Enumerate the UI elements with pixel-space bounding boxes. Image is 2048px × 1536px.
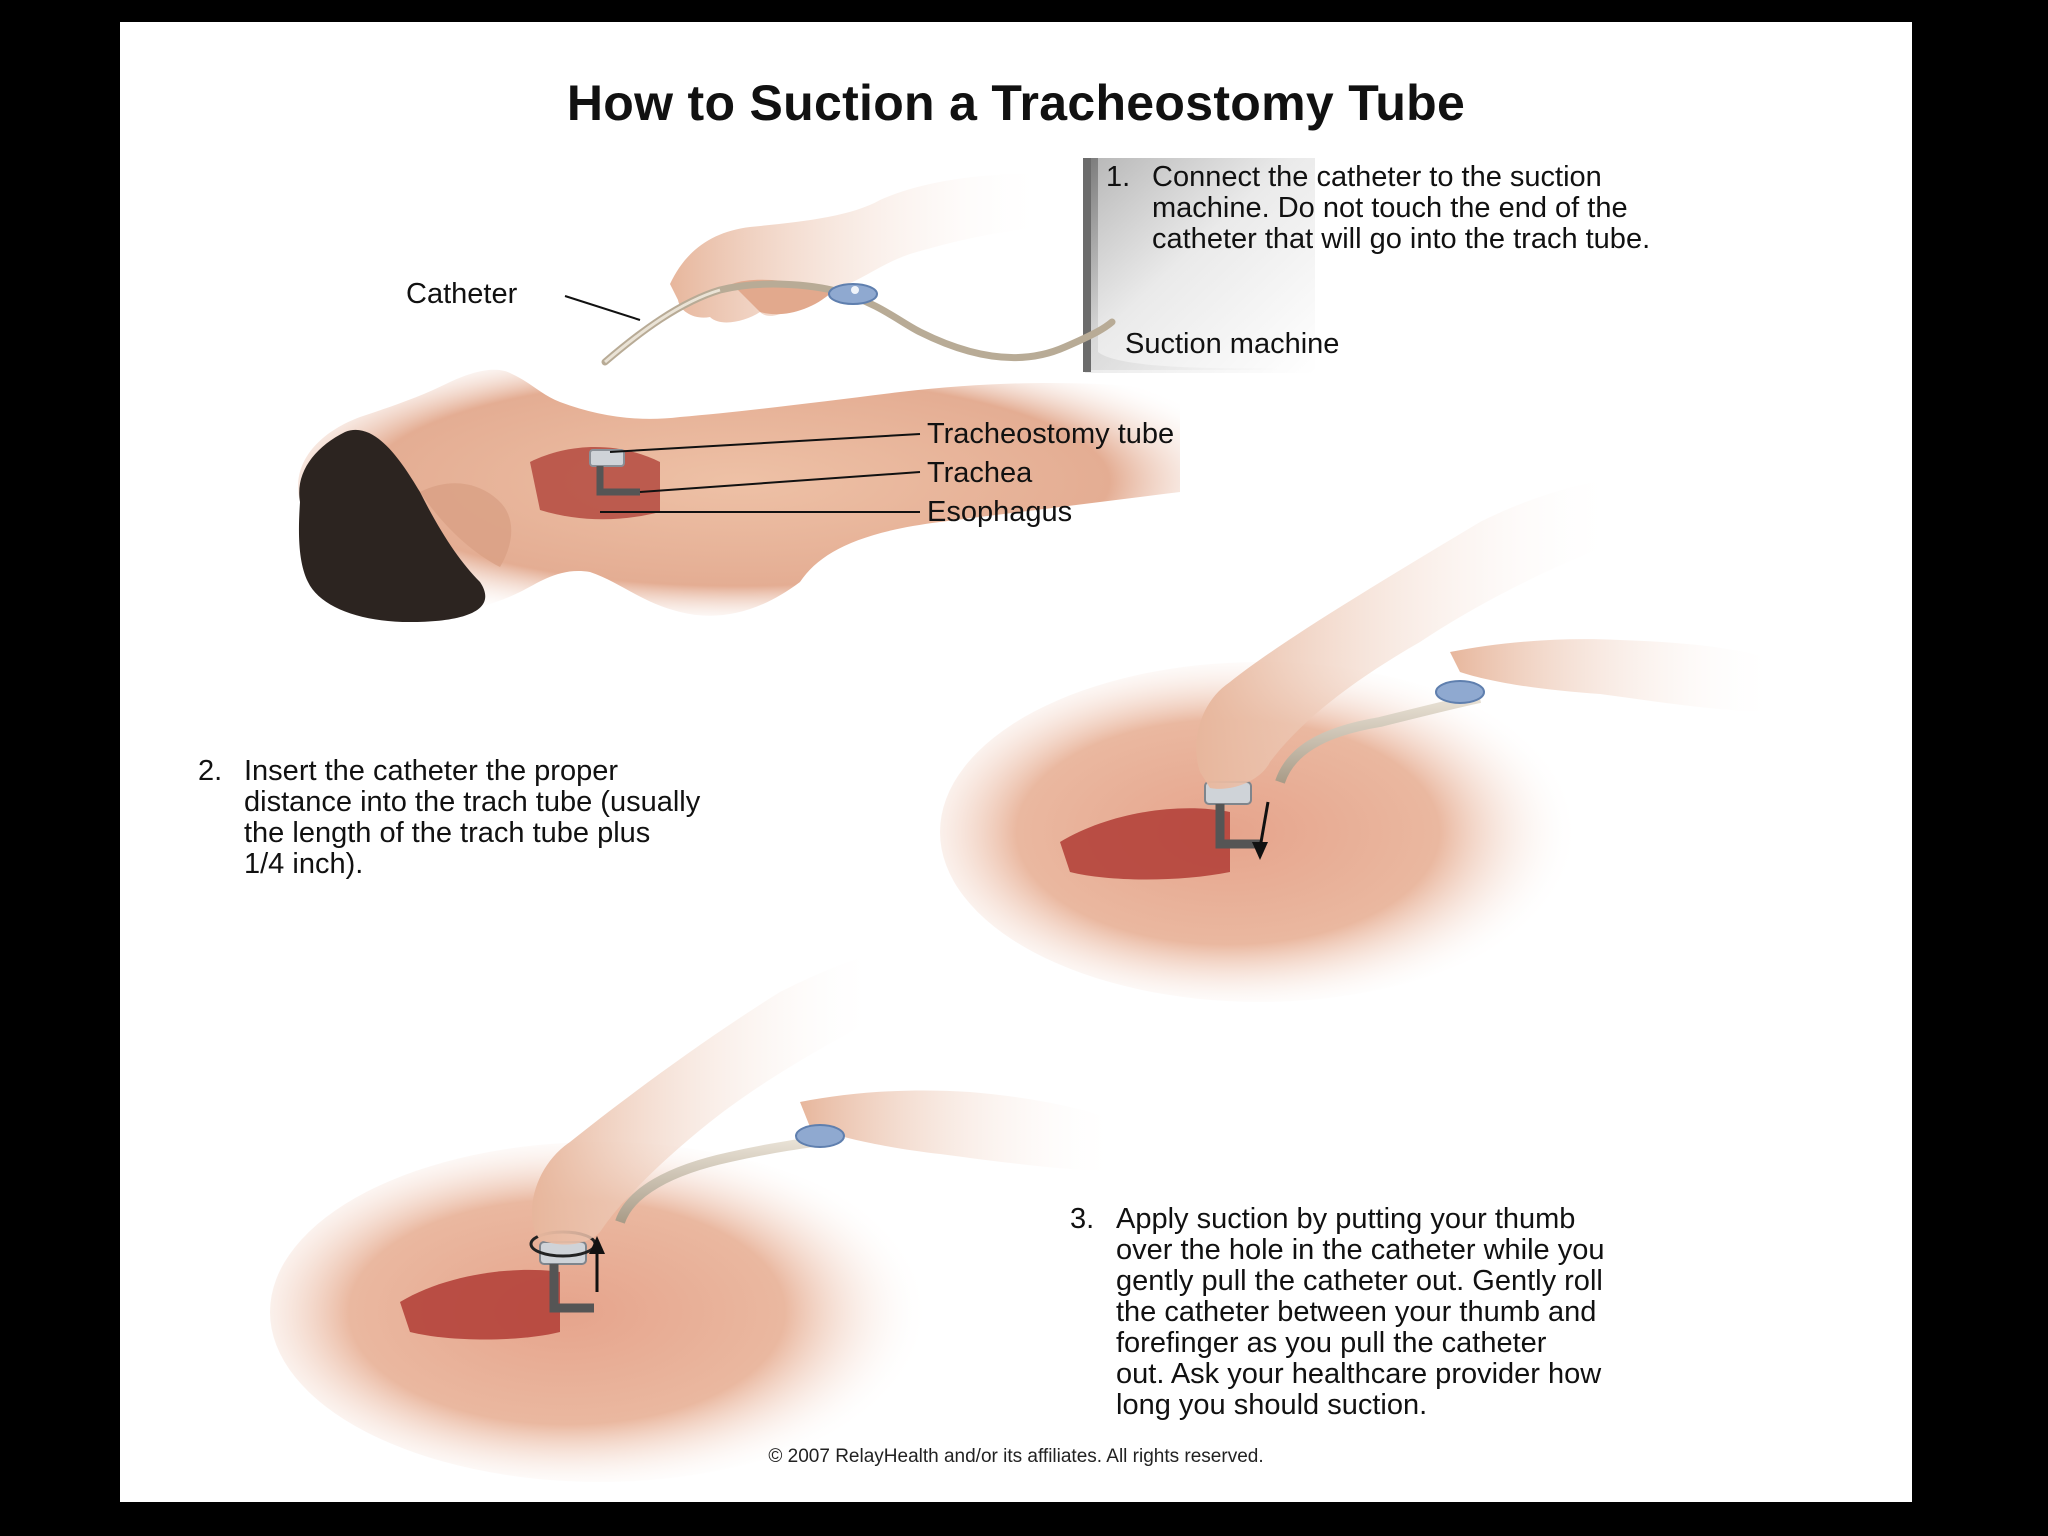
step-3: 3. Apply suction by putting your thumb o… bbox=[1070, 1204, 1604, 1421]
catheter-tube bbox=[601, 280, 1116, 366]
anatomy-leader-lines bbox=[600, 433, 921, 513]
illustration-artwork bbox=[270, 158, 1780, 1482]
copyright-notice: © 2007 RelayHealth and/or its affiliates… bbox=[768, 1446, 1264, 1467]
patient-head-profile bbox=[298, 369, 1180, 622]
label-tracheostomy-tube: Tracheostomy tube bbox=[927, 418, 1175, 450]
step-1: 1. Connect the catheter to the suction m… bbox=[1106, 162, 1650, 255]
catheter-leader-line bbox=[564, 295, 641, 321]
suction-machine bbox=[1083, 158, 1315, 373]
page-title: How to Suction a Tracheostomy Tube bbox=[566, 75, 1466, 131]
label-catheter: Catheter bbox=[406, 278, 518, 310]
label-suction-machine: Suction machine bbox=[1125, 328, 1340, 360]
step-2: 2. Insert the catheter the proper distan… bbox=[198, 756, 700, 880]
step2-illustration bbox=[940, 477, 1780, 1002]
label-esophagus: Esophagus bbox=[927, 496, 1073, 528]
step-2-text: Insert the catheter the proper distance … bbox=[244, 755, 701, 880]
step-2-number: 2. bbox=[198, 755, 223, 787]
step3-illustration bbox=[270, 952, 1120, 1482]
step-3-number: 3. bbox=[1070, 1203, 1095, 1235]
step-1-text: Connect the catheter to the suction mach… bbox=[1152, 161, 1651, 255]
step-1-number: 1. bbox=[1106, 161, 1131, 193]
step-3-text: Apply suction by putting your thumb over… bbox=[1116, 1203, 1605, 1421]
illustration-panel: How to Suction a Tracheostomy Tube 1. Co… bbox=[120, 22, 1912, 1502]
label-trachea: Trachea bbox=[927, 457, 1033, 489]
